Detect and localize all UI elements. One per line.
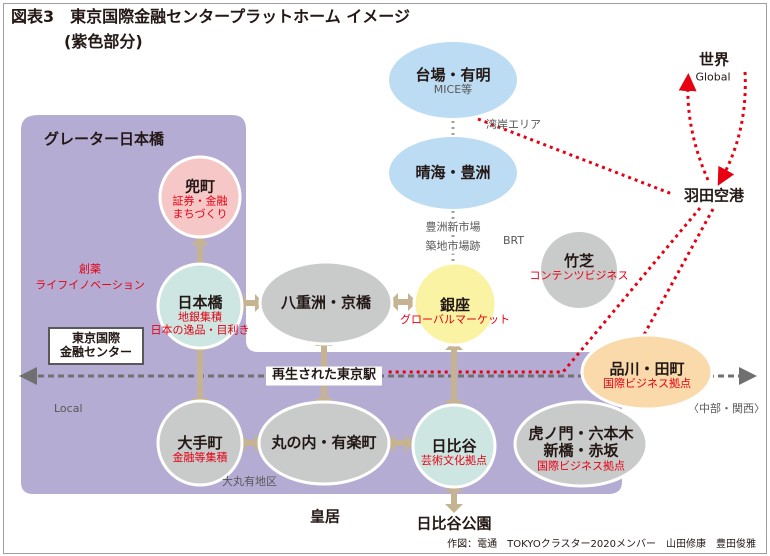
figure-frame (3, 3, 767, 554)
kabutocho-sub1: 証券・金融 (172, 194, 228, 208)
chubu-kansai-label: 〈中部・関西〉 (688, 402, 765, 415)
nihonbashi-sub1: 地銀集積 (178, 310, 222, 324)
route-world-to-haneda (717, 71, 747, 186)
tokyo-ifc-box: 東京国際 金融センター (48, 327, 145, 365)
figure-title: 図表3 東京国際金融センタープラットホーム イメージ (11, 7, 410, 26)
hibiya-name: 日比谷 (431, 437, 477, 456)
toranomon-sub1: 国際ビジネス拠点 (536, 458, 625, 472)
tokyo-ifc-box-line1: 東京国際 (72, 331, 121, 345)
marunouchi-name: 丸の内・有楽町 (271, 433, 377, 452)
node-toranomon (513, 400, 649, 488)
takeshiba-sub1: コンテンツビジネス (529, 269, 629, 283)
nihonbashi-sub2: 日本の逸品・目利き (150, 323, 250, 337)
route-haneda-to-world (678, 73, 710, 181)
global-label: Global (695, 70, 731, 85)
world-label: 世界 (698, 50, 730, 69)
brt-label: BRT (503, 234, 525, 247)
node-shinagawa (580, 333, 714, 411)
hibiya-text: 日比谷 芸術文化拠点 (421, 437, 487, 468)
daiba-sub1: MICE等 (433, 83, 473, 97)
node-takeshiba (541, 232, 617, 308)
creative-label-2: ライフイノベーション (35, 278, 145, 292)
shinagawa-name: 品川・田町 (609, 360, 685, 379)
harumi-name: 晴海・豊洲 (415, 163, 491, 182)
kabutocho-name: 兜町 (184, 177, 215, 196)
takeshiba-name: 竹芝 (563, 252, 594, 271)
otemachi-sub1: 金融等集積 (172, 451, 228, 465)
takeshiba-text: 竹芝 コンテンツビジネス (529, 252, 629, 283)
route-haneda-shinagawa-1 (638, 208, 715, 343)
toranomon-text: 虎ノ門・六本木 新橋・赤坂 国際ビジネス拠点 (528, 425, 633, 472)
yaesu-name: 八重洲・京橋 (280, 293, 372, 312)
toyosu-market-label: 豊洲新市場 (425, 220, 481, 235)
node-yaesu (258, 260, 394, 346)
kabutocho-sub2: まちづくり (172, 207, 228, 221)
area-title-greater-nihonbashi: グレーター日本橋 (44, 130, 165, 148)
nihonbashi-text: 日本橋 地銀集積 日本の逸品・目利き (150, 293, 250, 338)
ginza-text: 銀座 グローバルマーケット (400, 296, 510, 327)
node-kabutocho (158, 155, 242, 239)
otemachi-text: 大手町 金融等集積 (172, 434, 228, 465)
kabutocho-text: 兜町 証券・金融 まちづくり (172, 177, 228, 222)
figure-credit: 作図：電通 TOKYOクラスター2020メンバー 山田修康 豊田俊雅 (447, 538, 756, 550)
toranomon-name2: 新橋・赤坂 (543, 441, 619, 460)
daimaruyu-label: 大丸有地区 (222, 475, 277, 488)
shinagawa-text: 品川・田町 国際ビジネス拠点 (603, 360, 691, 391)
toranomon-name: 虎ノ門・六本木 (528, 424, 634, 443)
daiba-name: 台場・有明 (415, 66, 491, 85)
local-label: Local (54, 402, 83, 415)
ginza-name: 銀座 (439, 296, 471, 315)
node-nihonbashi (156, 262, 244, 350)
route-haneda-tokyo-station (386, 207, 702, 374)
daiba-text: 台場・有明 MICE等 (415, 66, 491, 97)
creative-label-1: 創薬 (79, 262, 101, 276)
bay-area-label: 湾岸エリア (486, 118, 541, 131)
node-marunouchi (257, 400, 391, 486)
node-harumi (389, 137, 517, 209)
node-otemachi (156, 399, 244, 487)
tsukiji-label: 築地市場跡 (425, 239, 481, 254)
hibiya-park-label: 日比谷公園 (416, 514, 492, 533)
tokyo-station-label: 再生された東京駅 (265, 366, 383, 386)
figure-subtitle: (紫色部分) (64, 32, 143, 51)
nihonbashi-name: 日本橋 (177, 293, 223, 312)
node-hibiya (411, 403, 497, 489)
otemachi-name: 大手町 (177, 434, 223, 453)
hibiya-sub1: 芸術文化拠点 (421, 454, 487, 468)
haneda-label: 羽田空港 (683, 186, 745, 205)
shinagawa-sub1: 国際ビジネス拠点 (603, 377, 691, 391)
node-daiba (389, 42, 517, 118)
ginza-sub1: グローバルマーケット (400, 313, 510, 327)
kokyo-label: 皇居 (309, 507, 341, 526)
node-ginza (412, 261, 498, 347)
tokyo-ifc-box-line2: 金融センター (60, 344, 133, 359)
